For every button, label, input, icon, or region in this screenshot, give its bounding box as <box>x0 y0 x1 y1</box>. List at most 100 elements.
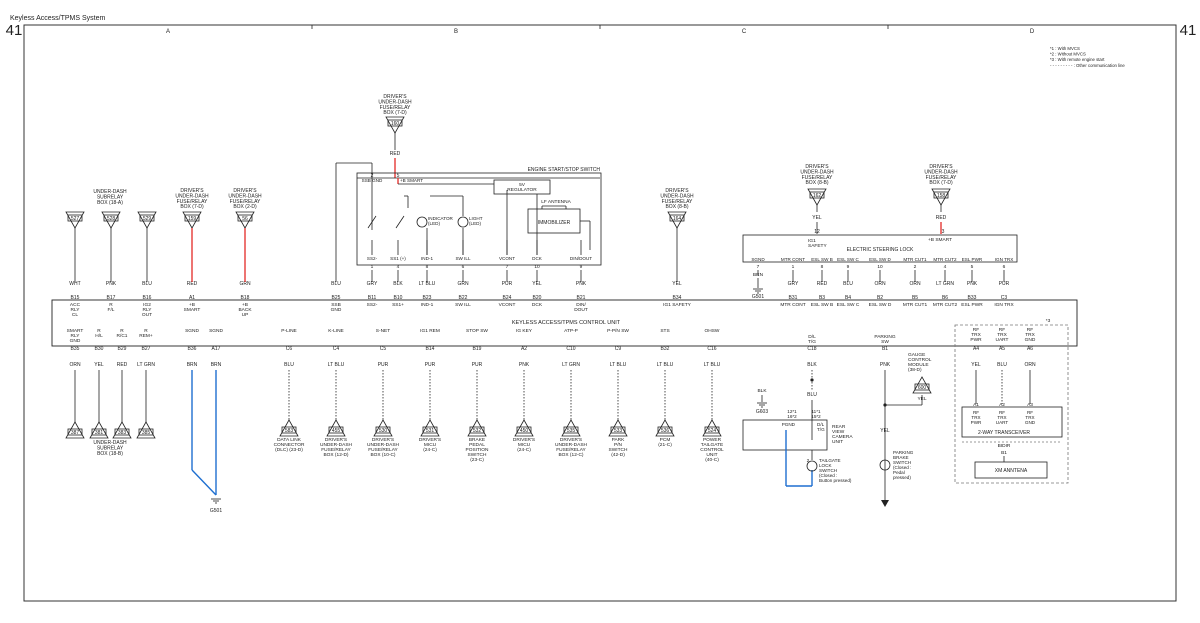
fuse-box-label: FUSE/RELAY <box>662 199 693 205</box>
destination-label: CONNECTOR <box>274 442 305 448</box>
pin-label: B27 <box>142 346 151 352</box>
esl-pin-label: IGN TRX <box>995 257 1014 262</box>
fuse-159 <box>182 211 202 229</box>
destination-label: PARK <box>612 437 626 443</box>
wire-color-label: LT BLU <box>419 281 436 287</box>
engine-start-stop-switch-title: ENGINE START/STOP SWITCH <box>528 167 601 173</box>
fuse-box-label: BOX (8-B) <box>805 180 828 186</box>
signal-label: SSB <box>331 302 341 308</box>
pin-number: 2 <box>807 458 810 464</box>
esl-pin-label: MTR CUT2 <box>933 257 957 262</box>
wire-color-label: LT BLU <box>328 362 345 368</box>
signal-label: K-LINE <box>328 328 343 334</box>
signal-label: RF <box>973 327 979 333</box>
parking-switch-label: BRAKE <box>893 455 909 460</box>
fuse-box-label: DRIVER'S <box>233 188 257 194</box>
inner-signal-label: GND <box>1025 420 1036 425</box>
signal-label: MTR CUT1 <box>903 302 928 308</box>
legend-note: *2 : Without MVCS <box>1050 52 1086 57</box>
wire-color-label: ORN <box>1024 362 1036 368</box>
esl-pin-number: 10 <box>877 264 883 270</box>
pin-number: 16*2 <box>787 414 797 419</box>
dlg-label: D/L <box>817 422 825 427</box>
esl-title: ELECTRIC STEERING LOCK <box>847 247 914 253</box>
fuse-164-number: 164 <box>673 216 682 222</box>
connector-527 <box>65 211 85 229</box>
pin-label: B34 <box>673 295 682 301</box>
switch-pin-label: VCONT <box>499 256 515 261</box>
esl-pin-number: 7 <box>757 264 760 270</box>
tailgate-switch-label: LOCK <box>819 463 832 468</box>
switch-pin-number: 6 <box>462 264 465 270</box>
gauge-module-label: GAUGE <box>908 352 925 358</box>
connector-381 <box>89 421 109 439</box>
fuse-box-label: DRIVER'S <box>383 94 407 100</box>
switch-pin-number: 10 <box>534 264 540 270</box>
switch-pin-number: 4 <box>397 264 400 270</box>
wire-color-label: LT BLU <box>704 362 721 368</box>
pin-number: 5 <box>397 173 400 179</box>
signal-label: SMART <box>184 307 201 313</box>
connector-531-num-box <box>422 426 438 434</box>
signal-label: DOUT <box>574 307 588 313</box>
destination-label: (24-C) <box>423 447 437 453</box>
pin-label: B11 <box>368 295 377 301</box>
subrelay-box-b-label: UNDER-DASH <box>93 440 127 446</box>
camera-label: VIEW <box>832 429 845 435</box>
xm-antenna-label: XM ANNTENA <box>995 468 1028 474</box>
pin-label: B10 <box>394 295 403 301</box>
signal-label: ESL SW B <box>811 302 833 308</box>
wire-color-label: RED <box>817 281 828 287</box>
fuse-box-label: FUSE/RELAY <box>926 175 957 181</box>
switch-pin-label: SS1 (+) <box>390 256 406 261</box>
parking-switch-label: SWITCH <box>893 460 911 465</box>
fuse-box-label: UNDER-DASH <box>660 193 694 199</box>
fuse-box-label: DRIVER'S <box>929 164 953 170</box>
wire-color-label: WHT <box>69 281 80 287</box>
fuse-56 <box>235 211 255 229</box>
destination-label: BRAKE <box>469 437 485 443</box>
signal-label: UP <box>242 312 249 318</box>
pin-label: A4 <box>973 346 979 352</box>
ground-arrow <box>881 500 889 507</box>
destination-label: BOX (12-C) <box>558 452 583 458</box>
destination-label: UNDER-DASH <box>555 442 588 448</box>
pin-label: B25 <box>332 295 341 301</box>
wire-color-label: BRN <box>211 362 222 368</box>
regulator-5v <box>493 179 551 195</box>
inner-pin-label: A2 <box>999 402 1005 408</box>
destination-label: MICU <box>518 442 531 448</box>
wire-color-label: YEL <box>971 362 981 368</box>
fuse-box-label: DRIVER'S <box>180 188 204 194</box>
rear-view-camera-unit <box>742 419 828 451</box>
inner-signal-label: TRX <box>1025 415 1034 420</box>
wire-color-label: BLK <box>757 388 767 394</box>
destination-label: SWITCH <box>609 447 628 453</box>
signal-label: PARKING <box>874 334 896 340</box>
signal-label: SW ILL <box>455 302 471 308</box>
pin-label: C18 <box>807 346 816 352</box>
pin-label: C9 <box>615 346 622 352</box>
fuse-162 <box>807 188 827 206</box>
fuse-box-label: UNDER-DASH <box>228 193 262 199</box>
legend-note: *3 : With remote engine start <box>1050 57 1105 62</box>
column-label-a: A <box>166 29 170 35</box>
destination-label: (21-C) <box>658 442 672 448</box>
connector-583-num-box <box>281 426 297 434</box>
switch-pin-number: 9 <box>580 264 583 270</box>
destination-label: BOX (12-D) <box>323 452 348 458</box>
inner-signal-label: UART <box>996 420 1009 425</box>
destination-label: PCM <box>660 437 671 443</box>
pin-label: B22 <box>459 295 468 301</box>
signal-label: RF <box>1027 327 1033 333</box>
connector-450-num-box <box>516 426 532 434</box>
connector-524-number: 524 <box>708 428 717 434</box>
fuse-box-label: BOX (7-D) <box>383 110 407 116</box>
bidir-label: BIDIR <box>998 443 1011 449</box>
esl-pin-label: MTR CONT <box>781 257 805 262</box>
switch-pin-number: 7 <box>506 264 509 270</box>
fuse-160 <box>385 116 405 134</box>
signal-label: OHSW <box>705 328 720 334</box>
esl-pin-number: 1 <box>792 264 795 270</box>
destination-label: DATA LINK <box>277 437 302 443</box>
